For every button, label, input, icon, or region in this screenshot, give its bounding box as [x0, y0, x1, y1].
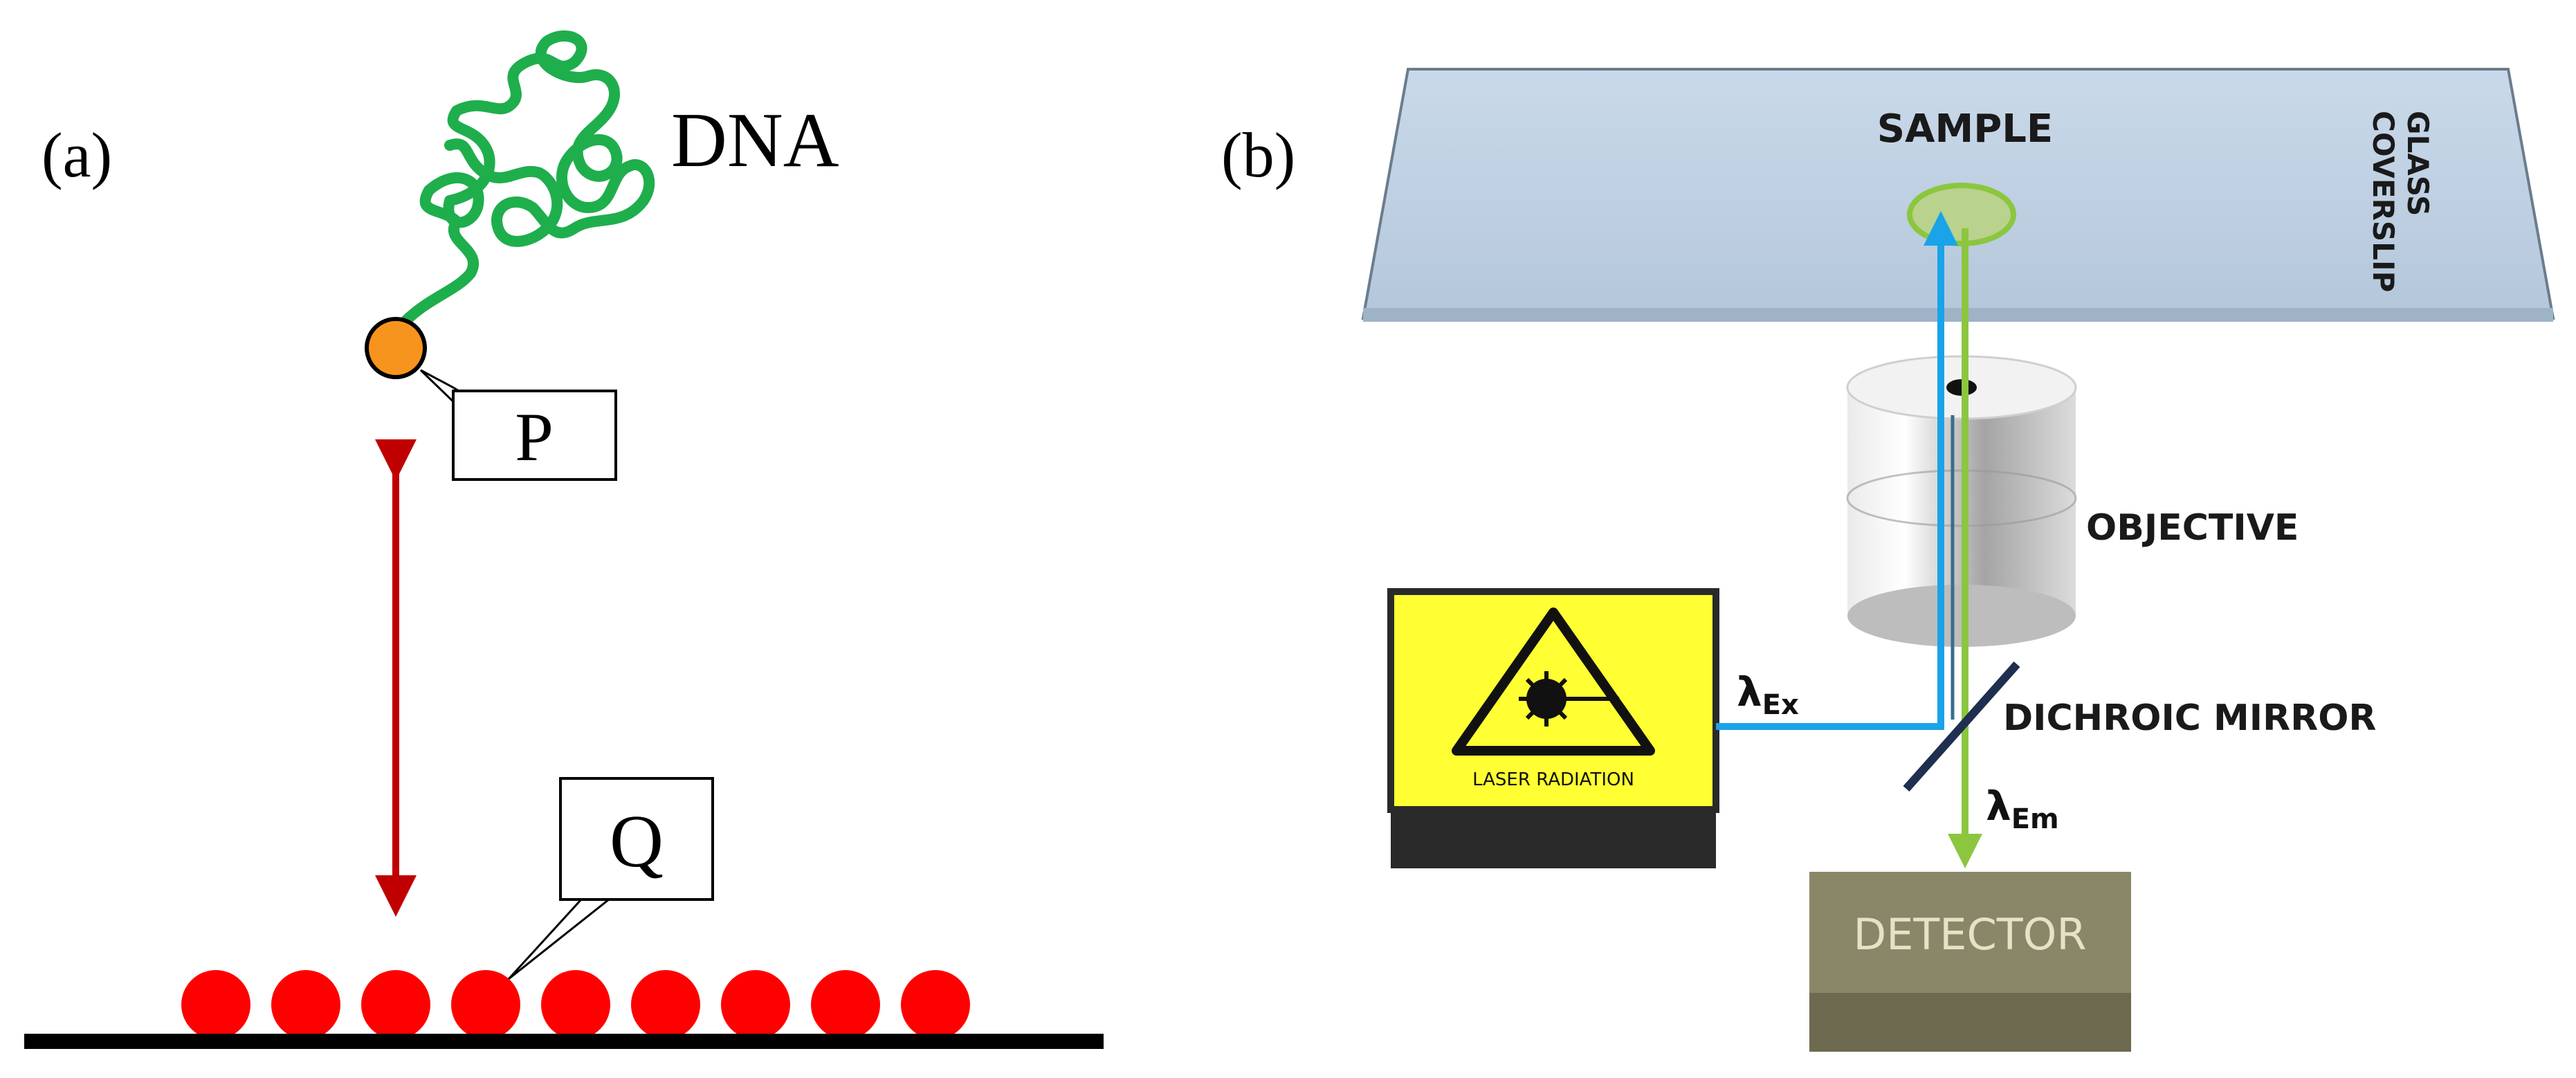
excitation-label: λEx: [1737, 668, 1799, 721]
quencher-sphere: [541, 970, 610, 1039]
probe-callout-box: [452, 390, 617, 481]
quencher-sphere: [271, 970, 340, 1039]
dna-strand: [399, 30, 655, 327]
panel-a-label: (a): [42, 120, 112, 190]
quencher-sphere: [721, 970, 790, 1039]
dichroic-mirror: [1903, 661, 2020, 792]
panel-b: (b) SAMPLE GLASS COVERSLIP OBJECTIVE: [1221, 68, 2555, 1052]
dna-label: DNA: [671, 98, 839, 183]
probe-label: P: [515, 399, 554, 475]
coverslip-edge: [1363, 308, 2553, 322]
quencher-callout-box: [559, 777, 714, 901]
panel-a: (a) DNA P Q: [24, 30, 1104, 1049]
quencher-row: [181, 970, 970, 1039]
svg-text:GLASS: GLASS: [2401, 111, 2435, 216]
detector-label: DETECTOR: [1853, 909, 2086, 960]
quencher-sphere: [631, 970, 700, 1039]
quencher-sphere: [811, 970, 880, 1039]
quencher-sphere: [901, 970, 970, 1039]
quencher-sphere: [451, 970, 520, 1039]
emission-label: λEm: [1986, 783, 2059, 835]
quencher-sphere: [181, 970, 250, 1039]
panel-b-label: (b): [1221, 120, 1295, 190]
excitation-beam: [1716, 211, 1958, 730]
dichroic-label: DICHROIC MIRROR: [2003, 697, 2376, 739]
quencher-callout-pointer: [507, 898, 612, 980]
detector: DETECTOR: [1809, 872, 2131, 1052]
probe-sphere: [365, 317, 427, 379]
coverslip-label: GLASS COVERSLIP: [2366, 111, 2435, 292]
quencher-sphere: [361, 970, 430, 1039]
svg-text:COVERSLIP: COVERSLIP: [2366, 111, 2400, 292]
laser-burst-icon: [1519, 671, 1619, 727]
laser-source: LASER RADIATION: [1387, 588, 1719, 868]
laser-label: LASER RADIATION: [1472, 769, 1634, 790]
sample-label: SAMPLE: [1877, 107, 2053, 152]
quencher-label: Q: [610, 801, 664, 883]
objective-label: OBJECTIVE: [2086, 507, 2299, 549]
